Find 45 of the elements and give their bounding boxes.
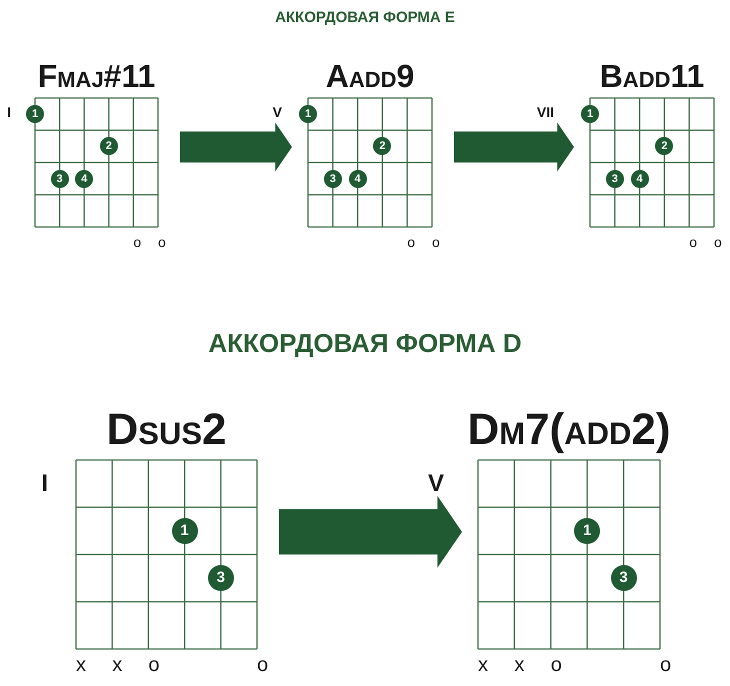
string-marker: x — [478, 655, 488, 675]
fret-number: V — [272, 105, 282, 120]
block-arrow — [180, 122, 292, 172]
string-marker: o — [148, 655, 160, 675]
block-arrow — [454, 122, 574, 172]
finger-dot: 4 — [75, 170, 94, 188]
block-arrow — [279, 496, 462, 568]
string-marker: o — [714, 235, 722, 249]
finger-dot: 1 — [574, 518, 600, 544]
string-marker: x — [76, 655, 86, 675]
finger-dot: 3 — [208, 565, 234, 592]
string-marker: x — [514, 655, 524, 675]
finger-dot: 1 — [172, 518, 198, 544]
string-marker: o — [407, 235, 415, 249]
fret-number: I — [41, 472, 48, 496]
finger-dot: 2 — [655, 137, 674, 156]
string-marker: o — [133, 235, 142, 249]
chord-name: Badd11 — [600, 60, 704, 92]
finger-dot: 3 — [50, 170, 69, 188]
string-marker: o — [550, 655, 562, 675]
string-marker: o — [689, 235, 697, 249]
finger-dot: 2 — [100, 137, 118, 156]
finger-dot: 1 — [299, 105, 317, 124]
finger-dot: 2 — [373, 137, 392, 156]
chord-name: Fmaj#11 — [38, 60, 156, 92]
chord-name: Aadd9 — [326, 60, 414, 92]
string-marker: o — [432, 235, 440, 249]
finger-dot: 1 — [581, 105, 599, 124]
string-marker: x — [112, 655, 122, 675]
fret-number: I — [7, 105, 11, 120]
fret-number: VII — [536, 105, 554, 120]
finger-dot: 4 — [630, 170, 649, 188]
fret-number: V — [428, 472, 444, 496]
section-heading: АККОРДОВАЯ ФОРМА E — [274, 9, 456, 26]
finger-dot: 3 — [606, 170, 624, 188]
finger-dot: 1 — [26, 105, 44, 124]
chord-name: Dsus2 — [106, 408, 226, 452]
string-marker: o — [158, 235, 166, 249]
chord-name: Dm7(add2) — [468, 408, 670, 452]
finger-dot: 3 — [324, 170, 342, 188]
finger-dot: 3 — [610, 565, 637, 592]
string-marker: o — [660, 655, 672, 675]
finger-dot: 4 — [348, 170, 367, 188]
string-marker: o — [257, 655, 268, 675]
section-heading: АККОРДОВАЯ ФОРМА D — [207, 328, 523, 359]
